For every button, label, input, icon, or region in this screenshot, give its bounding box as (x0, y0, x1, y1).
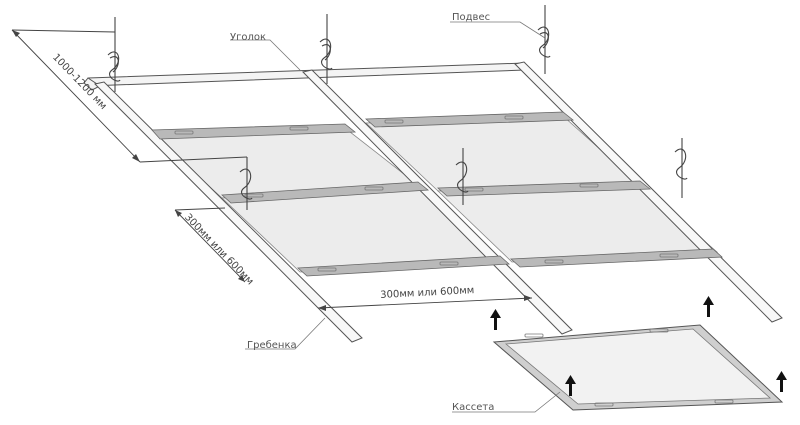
hanger-label: Подвес (452, 12, 491, 23)
dimension-arrowheads (12, 30, 532, 311)
corner-frame (83, 62, 526, 91)
dimension-lines (11, 29, 533, 309)
hanger-6 (674, 138, 688, 198)
hangers (107, 5, 688, 210)
comb-rail-middle (302, 69, 573, 335)
comb-label: Гребенка (247, 340, 297, 351)
arrow-up-icon (776, 371, 787, 392)
comb-rails (94, 61, 783, 343)
arrow-up-icon (490, 309, 501, 330)
hanger-4 (239, 157, 253, 210)
comb-rail-left (94, 81, 363, 343)
ceiling-panels (151, 115, 719, 273)
up-arrows (490, 296, 787, 396)
hanger-1 (107, 17, 121, 92)
hanger-3 (537, 5, 551, 74)
cassette (492, 324, 784, 411)
leader-lines (230, 21, 561, 413)
bar-slots (174, 115, 679, 272)
hanger-2 (319, 14, 333, 84)
corner-label: Уголок (230, 32, 267, 43)
hanger-5 (455, 148, 469, 205)
arrow-up-icon (565, 375, 576, 396)
arrow-up-icon (703, 296, 714, 317)
cassette-label: Кассета (452, 402, 495, 413)
